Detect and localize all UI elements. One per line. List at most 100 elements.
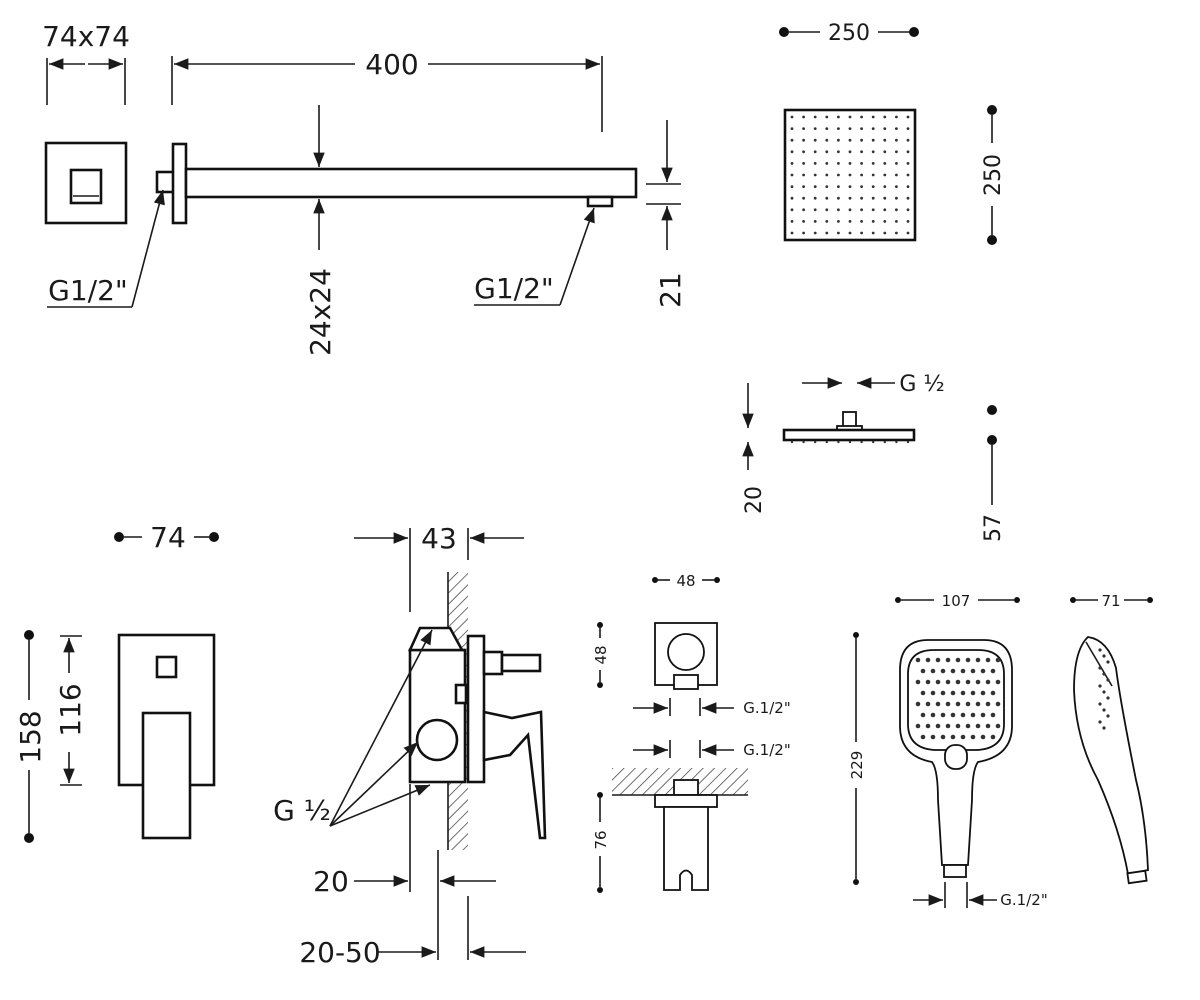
diverter-stem <box>500 653 542 673</box>
nozzle-dot <box>825 173 829 177</box>
nozzle-dot <box>837 150 840 154</box>
head-width-label: 250 <box>828 21 870 46</box>
nozzle-dot <box>860 127 863 130</box>
head-total-label: 57 <box>981 514 1006 542</box>
nozzle-dot <box>813 138 817 142</box>
nozzle-dot <box>860 138 863 142</box>
nozzle-dot <box>813 173 817 177</box>
head-side-nozzles <box>790 440 910 444</box>
hand-nozzle <box>990 668 996 674</box>
holder-base <box>654 794 718 808</box>
lever-side <box>482 710 547 840</box>
head-thread-label: G ½ <box>899 372 944 397</box>
nozzle-dot <box>883 196 887 200</box>
nozzle-dot <box>883 127 887 130</box>
nozzle-tip <box>895 440 898 444</box>
hand-nozzle <box>965 723 971 729</box>
nozzle-dot <box>790 231 794 235</box>
hand-depth-label: 71 <box>1101 592 1120 610</box>
nozzle-dot <box>895 220 898 223</box>
nozzle-dot <box>825 208 829 212</box>
head-depth-label: 250 <box>981 154 1006 196</box>
nozzle-dot <box>825 196 829 200</box>
hand-nozzle <box>920 734 926 740</box>
nozzle-dot <box>790 185 794 189</box>
hand-nozzle <box>940 734 946 740</box>
hand-side-nozzle <box>1098 666 1102 670</box>
nozzle-dot <box>871 220 875 223</box>
nozzle-dot <box>871 127 875 130</box>
hand-nozzle <box>945 723 951 729</box>
arm-inlet-nipple <box>155 170 176 194</box>
nozzle-dot <box>860 162 863 165</box>
hand-nozzle <box>975 679 981 685</box>
nozzle-dot <box>790 138 794 142</box>
nozzle-dot <box>895 138 898 142</box>
nozzle-dot <box>825 185 829 189</box>
hand-nozzle <box>970 668 976 674</box>
hand-nozzle <box>980 734 986 740</box>
hand-side-nozzle <box>1106 714 1110 718</box>
nozzle-dot <box>790 150 794 154</box>
nozzle-dot <box>813 208 817 212</box>
arm-length-label: 400 <box>365 48 418 81</box>
hand-shower-side-view: 71 <box>1070 592 1153 885</box>
hand-nozzle <box>925 701 931 707</box>
nozzle-dot <box>790 173 794 177</box>
hand-side-nozzle <box>1102 726 1106 730</box>
hand-side-nozzle <box>1106 696 1110 700</box>
hand-nozzle <box>995 723 1001 729</box>
nozzle-tip <box>825 440 828 444</box>
hand-nozzle <box>935 701 941 707</box>
nozzle-dot <box>871 115 875 119</box>
arm-height-label: 21 <box>654 272 687 308</box>
nozzle-dot <box>813 196 817 200</box>
nozzle-dot <box>790 115 794 119</box>
hand-nozzle <box>965 701 971 707</box>
shower-head-nozzles <box>790 115 910 235</box>
hand-nozzle <box>995 657 1001 663</box>
nozzle-dot <box>883 115 887 119</box>
arm-flange <box>171 142 188 225</box>
nozzle-dot <box>906 150 910 154</box>
holder-depth-label: 76 <box>592 830 610 849</box>
head-connector <box>842 411 857 428</box>
nozzle-dot <box>848 127 852 130</box>
nozzle-dot <box>860 220 863 223</box>
hand-nozzle <box>960 668 966 674</box>
nozzle-dot <box>848 231 852 235</box>
hand-nozzle <box>925 723 931 729</box>
mixer-body-section: 43 G ½ 20 20-50 <box>273 522 547 969</box>
nozzle-dot <box>848 196 852 200</box>
hand-nozzle <box>990 734 996 740</box>
arm-outlet-nipple <box>586 195 614 208</box>
hand-nozzle <box>955 723 961 729</box>
hand-connector <box>943 864 967 878</box>
hand-nozzle <box>980 690 986 696</box>
hand-nozzle <box>915 701 921 707</box>
nozzle-dot <box>906 115 910 119</box>
holder-height-label: 48 <box>592 645 610 664</box>
hand-nozzle <box>970 734 976 740</box>
nozzle-dot <box>837 185 840 189</box>
head-thickness-label: 20 <box>742 486 767 514</box>
nozzle-dot <box>895 150 898 154</box>
hand-nozzle <box>940 668 946 674</box>
shower-head-top-view: 250 250 <box>779 21 1006 245</box>
nozzle-dot <box>802 208 805 212</box>
hand-nozzle <box>940 712 946 718</box>
nozzle-dot <box>813 150 817 154</box>
nozzle-dot <box>883 173 887 177</box>
nozzle-dot <box>906 220 910 223</box>
nozzle-dot <box>906 185 910 189</box>
nozzle-dot <box>871 231 875 235</box>
hand-nozzle <box>935 679 941 685</box>
nozzle-tip <box>848 440 852 444</box>
nozzle-dot <box>871 185 875 189</box>
nozzle-dot <box>860 196 863 200</box>
nozzle-dot <box>837 162 840 165</box>
nozzle-dot <box>802 220 805 223</box>
hand-nozzle <box>945 679 951 685</box>
hand-nozzle <box>950 690 956 696</box>
nozzle-dot <box>871 150 875 154</box>
